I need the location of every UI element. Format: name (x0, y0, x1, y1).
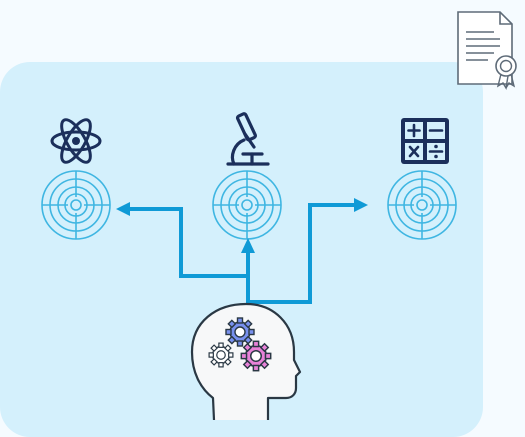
microscope-icon (226, 112, 270, 166)
calculator-icon (401, 118, 449, 164)
arrowhead-right (354, 198, 368, 212)
head-with-gears-icon (190, 302, 302, 421)
arrowhead-center (241, 238, 255, 253)
diagram-panel (0, 62, 483, 437)
certificate-document-icon (457, 11, 517, 90)
arrowhead-left (116, 202, 130, 216)
atom-icon (50, 118, 102, 164)
